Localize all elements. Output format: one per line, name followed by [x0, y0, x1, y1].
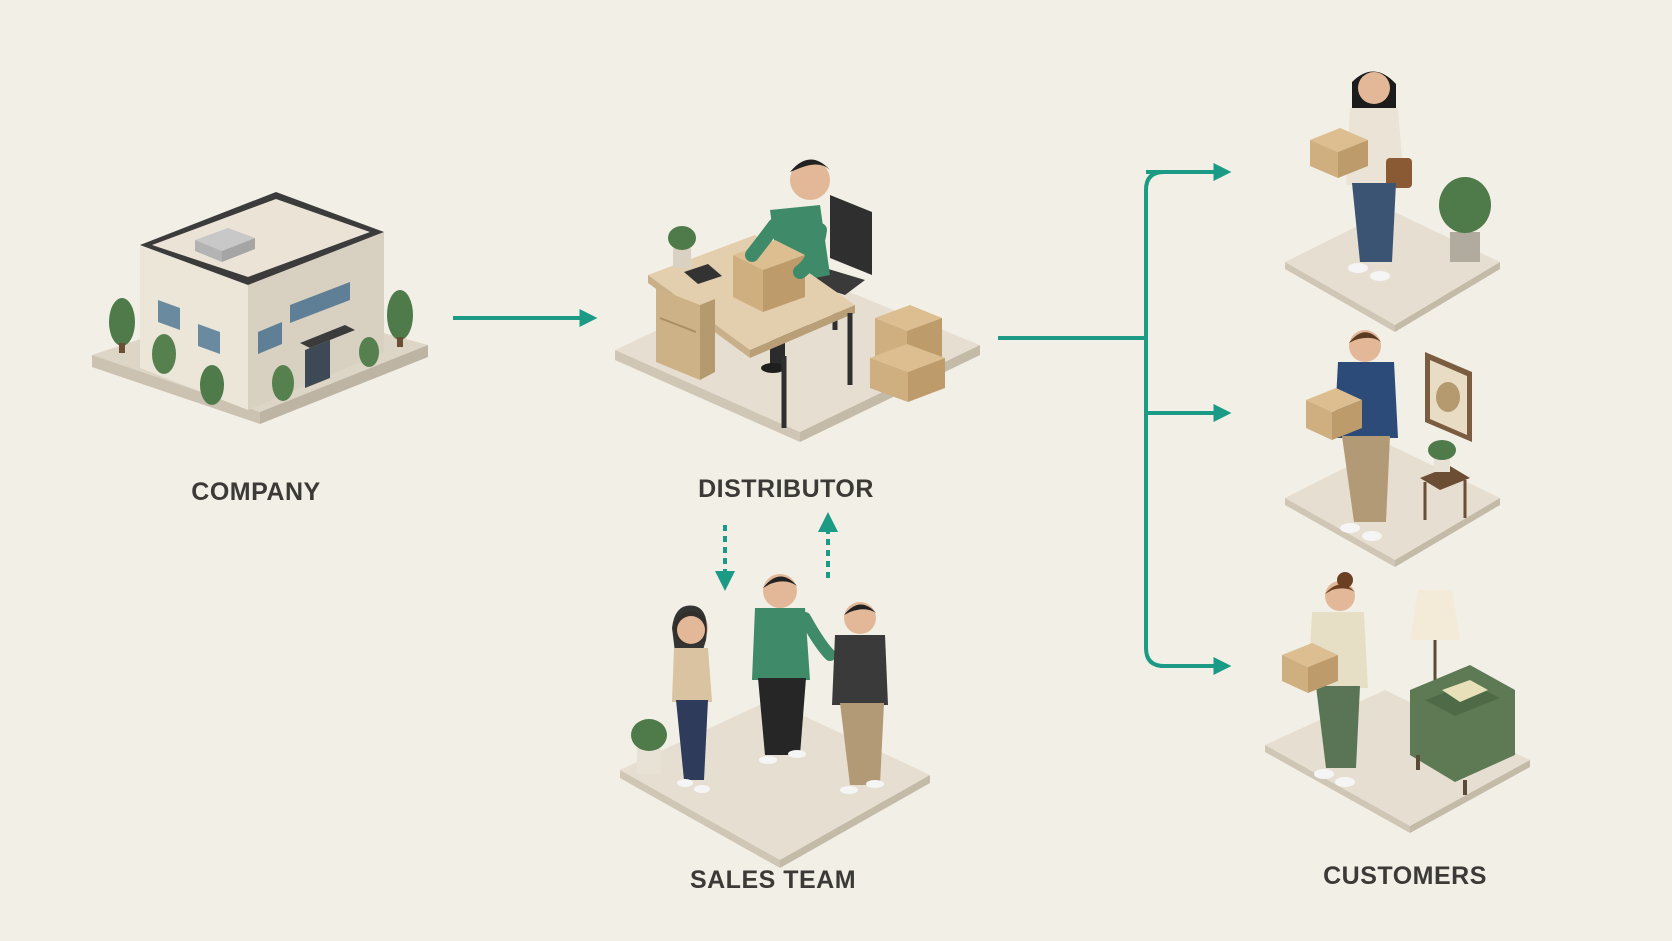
team-meeting-icon: [620, 574, 930, 868]
customer-with-bag-icon: [1285, 71, 1500, 332]
company-label: COMPANY: [191, 478, 321, 506]
office-building-icon: [92, 192, 428, 424]
customers-label: CUSTOMERS: [1323, 862, 1487, 890]
desk-worker-icon: [615, 159, 980, 442]
customer-with-armchair-icon: [1265, 572, 1530, 833]
distributor-label: DISTRIBUTOR: [698, 475, 874, 503]
customer-with-hoodie-icon: [1285, 330, 1500, 567]
distributor-to-customers-arrows: [998, 163, 1232, 675]
sales-team-label: SALES TEAM: [689, 866, 857, 894]
